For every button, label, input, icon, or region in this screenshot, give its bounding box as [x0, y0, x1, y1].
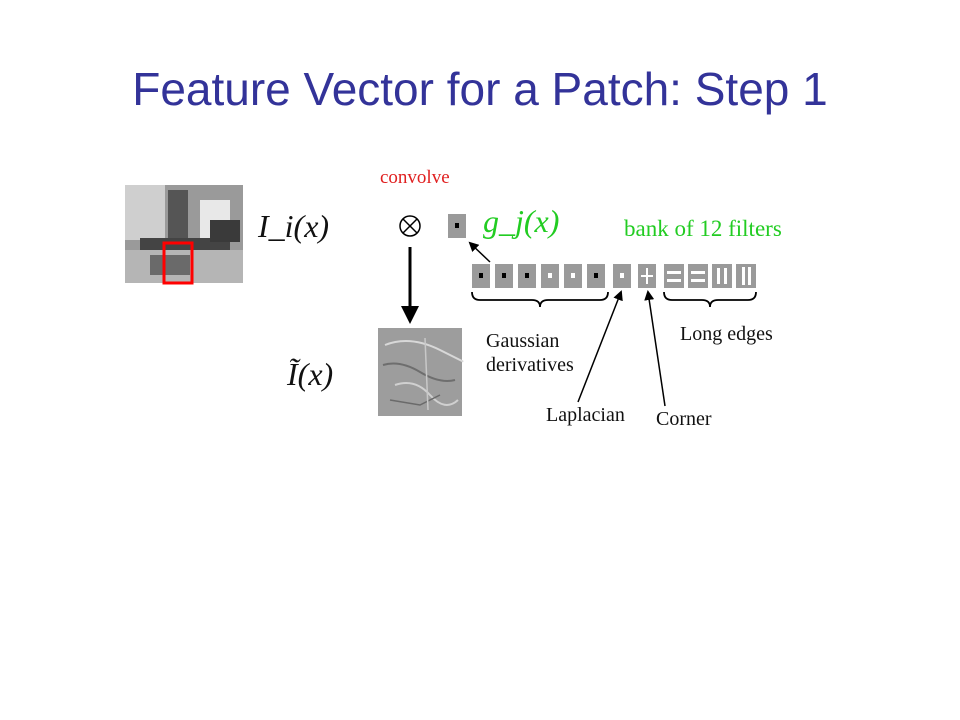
- corner-label: Corner: [656, 408, 712, 430]
- image-label: I_i(x): [258, 208, 330, 244]
- selected-filter-center: [455, 223, 459, 228]
- filtered-output-image: [378, 328, 464, 416]
- filter-bank: [472, 264, 756, 288]
- office-image: [125, 185, 243, 283]
- gaussian-derivatives-label: Gaussian derivatives: [486, 330, 574, 376]
- bank-to-filter-arrow: [468, 241, 491, 263]
- long-edges-label: Long edges: [680, 323, 773, 345]
- convolve-operator-icon: [399, 215, 421, 237]
- filter-label: g_j(x): [483, 203, 560, 239]
- convolve-label: convolve: [380, 167, 450, 188]
- slide-title: Feature Vector for a Patch: Step 1: [132, 63, 828, 115]
- laplacian-arrow: [577, 290, 623, 403]
- long-edges-brace: [663, 291, 757, 308]
- gaussian-brace: [471, 291, 609, 308]
- patch-highlight-box: [162, 241, 194, 285]
- bank-label: bank of 12 filters: [624, 216, 782, 241]
- convolve-down-arrowhead: [401, 306, 419, 324]
- corner-arrow: [644, 290, 666, 407]
- laplacian-label: Laplacian: [546, 404, 625, 426]
- output-label: Ĩ(x): [287, 356, 334, 392]
